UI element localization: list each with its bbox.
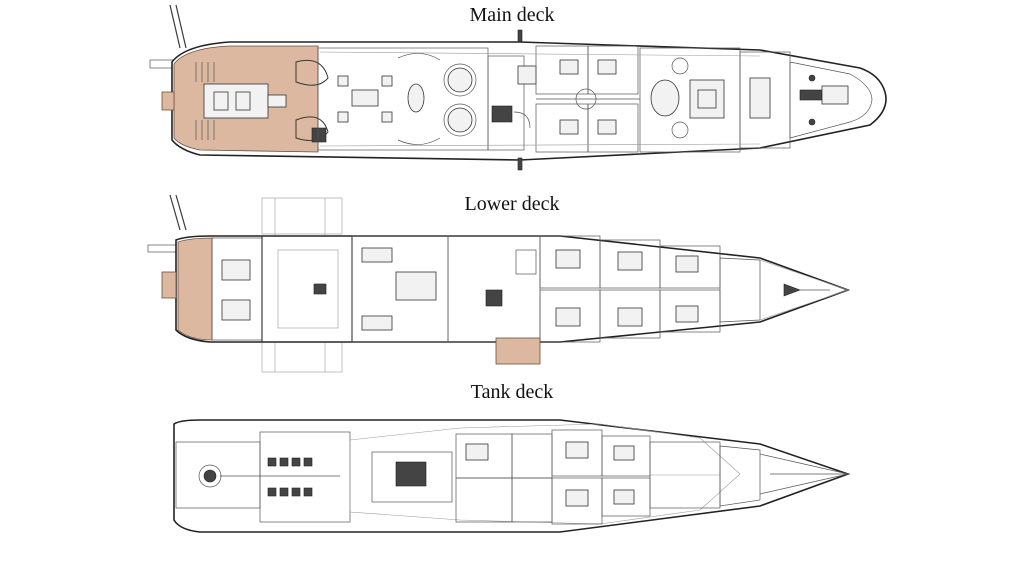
tank-deck-title: Tank deck (470, 381, 554, 403)
main-deck-title: Main deck (469, 4, 555, 26)
lower-deck-plan (147, 194, 851, 373)
tank-deck-hull (173, 419, 851, 533)
main-deck-hull (171, 41, 887, 161)
guest-cabins (535, 45, 640, 153)
main-deck-plan (149, 4, 887, 171)
lower-deck-title: Lower deck (464, 193, 560, 215)
dining-tables (337, 53, 477, 145)
tank-deck-plan (173, 419, 851, 533)
stern-gangway (149, 4, 187, 69)
swim-platform (177, 237, 213, 341)
crew-cabins (455, 429, 651, 525)
lower-guest-cabins (539, 235, 721, 343)
bow-mooring-deck (789, 61, 873, 139)
lower-deck-hull (175, 235, 851, 343)
stern-gangway (147, 194, 187, 253)
aft-stairs (195, 62, 215, 140)
crew-hatch (495, 337, 541, 365)
